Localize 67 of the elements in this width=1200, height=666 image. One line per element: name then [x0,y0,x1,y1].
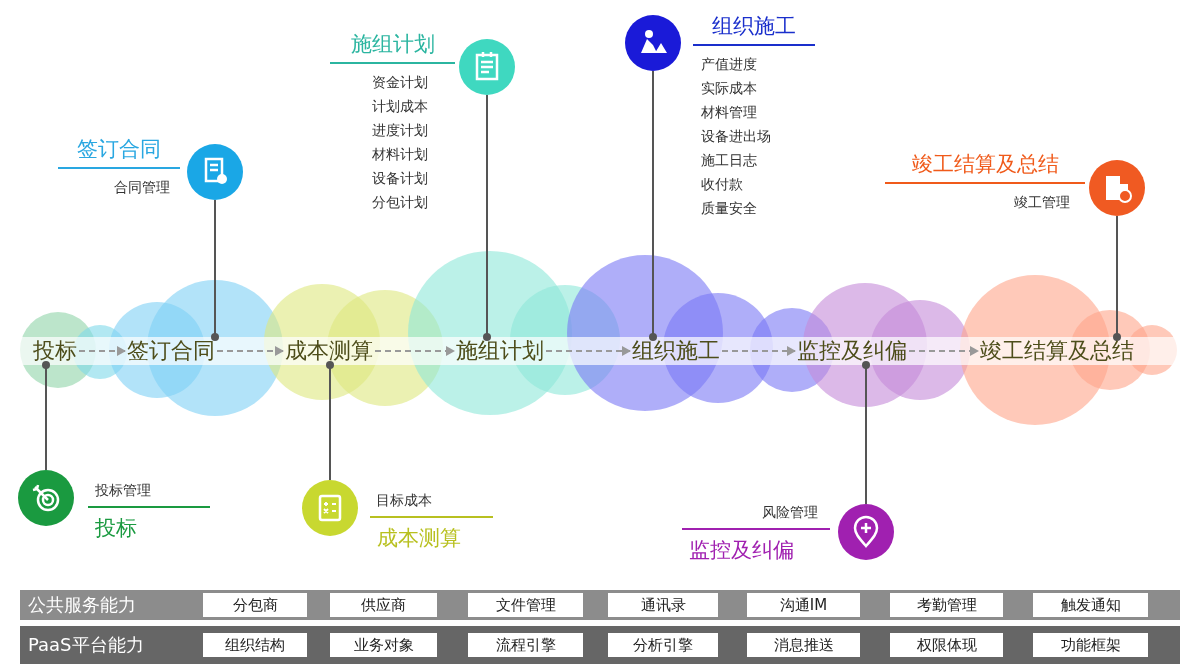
document-icon [187,144,243,200]
leader-line [862,361,870,505]
stage-label: 组织施工 [632,337,720,365]
row-heading: 公共服务能力 [28,593,136,617]
table-cell: 通讯录 [608,593,718,617]
leader-line [326,361,334,481]
target-icon [18,470,74,526]
callout-item: 施工日志 [700,151,758,170]
table-cell: 考勤管理 [890,593,1003,617]
clipboard-icon [459,39,515,95]
stage-label: 成本测算 [285,337,373,365]
callout-item: 进度计划 [371,121,429,140]
building-icon [1089,160,1145,216]
callout-item: 目标成本 [370,488,493,518]
callout-item: 收付款 [700,175,744,194]
callout-item: 合同管理 [113,178,171,197]
leader-line [211,199,219,341]
location-pin-icon [838,504,894,560]
callout-item: 资金计划 [371,73,429,92]
table-cell: 触发通知 [1033,593,1148,617]
table-cell: 业务对象 [330,633,437,657]
arrow [545,346,631,356]
callout-heading: 投标 [94,515,138,542]
callout-item: 材料计划 [371,145,429,164]
stage-label: 施组计划 [456,337,544,365]
table-cell: 分析引擎 [608,633,718,657]
table-cell: 供应商 [330,593,437,617]
callout-item: 质量安全 [700,199,758,218]
leader-line [649,70,657,341]
arrow [216,346,284,356]
callout-heading: 签订合同 [58,135,180,169]
table-cell: 沟通IM [747,593,860,617]
callout-item: 设备计划 [371,169,429,188]
calculator-icon [302,480,358,536]
callout-item: 产值进度 [700,55,758,74]
row-heading: PaaS平台能力 [28,633,144,657]
table-cell: 权限体现 [890,633,1003,657]
callout-item: 材料管理 [700,103,758,122]
table-cell: 消息推送 [747,633,860,657]
stage-label: 签订合同 [127,337,215,365]
arrow [721,346,796,356]
callout-item: 竣工管理 [1013,193,1071,212]
callout-item: 风险管理 [682,500,830,530]
table-cell: 功能框架 [1033,633,1148,657]
callout-item: 投标管理 [88,478,210,508]
callout-item: 实际成本 [700,79,758,98]
callout-heading: 组织施工 [693,12,815,46]
callout-item: 分包计划 [371,193,429,212]
callout-item: 计划成本 [371,97,429,116]
leader-line [42,361,50,471]
table-cell: 文件管理 [468,593,583,617]
table-cell: 组织结构 [203,633,307,657]
arrow [78,346,126,356]
leader-line [483,94,491,341]
stage-label: 竣工结算及总结 [980,337,1134,365]
arrow [374,346,455,356]
table-cell: 分包商 [203,593,307,617]
callout-item: 设备进出场 [700,127,772,146]
stage-label: 监控及纠偏 [797,337,907,365]
leader-line [1113,215,1121,341]
table-cell: 流程引擎 [468,633,583,657]
arrow [908,346,979,356]
callout-heading: 成本测算 [376,525,462,552]
callout-heading: 监控及纠偏 [688,537,795,564]
worker-icon [625,15,681,71]
callout-heading: 竣工结算及总结 [885,150,1085,184]
callout-heading: 施组计划 [330,30,455,64]
